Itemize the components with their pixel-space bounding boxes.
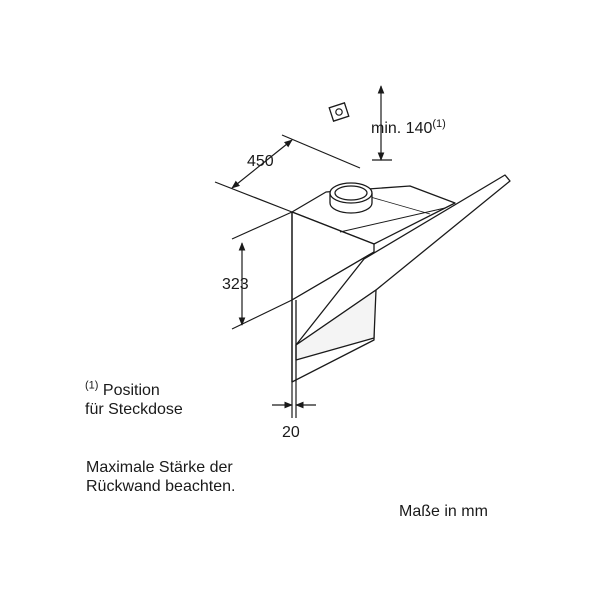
dimension-socket-clearance [372, 85, 392, 161]
socket-footnote: (1) Position für Steckdose [85, 379, 183, 419]
units-note: Maße in mm [399, 503, 488, 520]
wall-thickness-hint: Maximale Stärke der Rückwand beachten. [86, 458, 235, 496]
footnote-mark: (1) [85, 379, 99, 392]
dimension-socket-clearance-label: min. 140(1) [371, 118, 446, 137]
footnote-line1: Position [102, 382, 160, 399]
dimension-depth [272, 382, 316, 418]
dimension-depth-label: 20 [282, 424, 300, 441]
duct-collar [329, 182, 373, 214]
hint-line2: Rückwand beachten. [86, 478, 236, 495]
dimension-width [214, 134, 361, 213]
socket-icon [328, 102, 350, 122]
footnote-line2: für Steckdose [85, 401, 183, 418]
dimension-width-label: 450 [247, 153, 274, 170]
hood-body [291, 174, 511, 383]
dimension-height [231, 211, 293, 330]
hint-line1: Maximale Stärke der [86, 459, 233, 476]
dimension-height-label: 323 [222, 276, 249, 293]
